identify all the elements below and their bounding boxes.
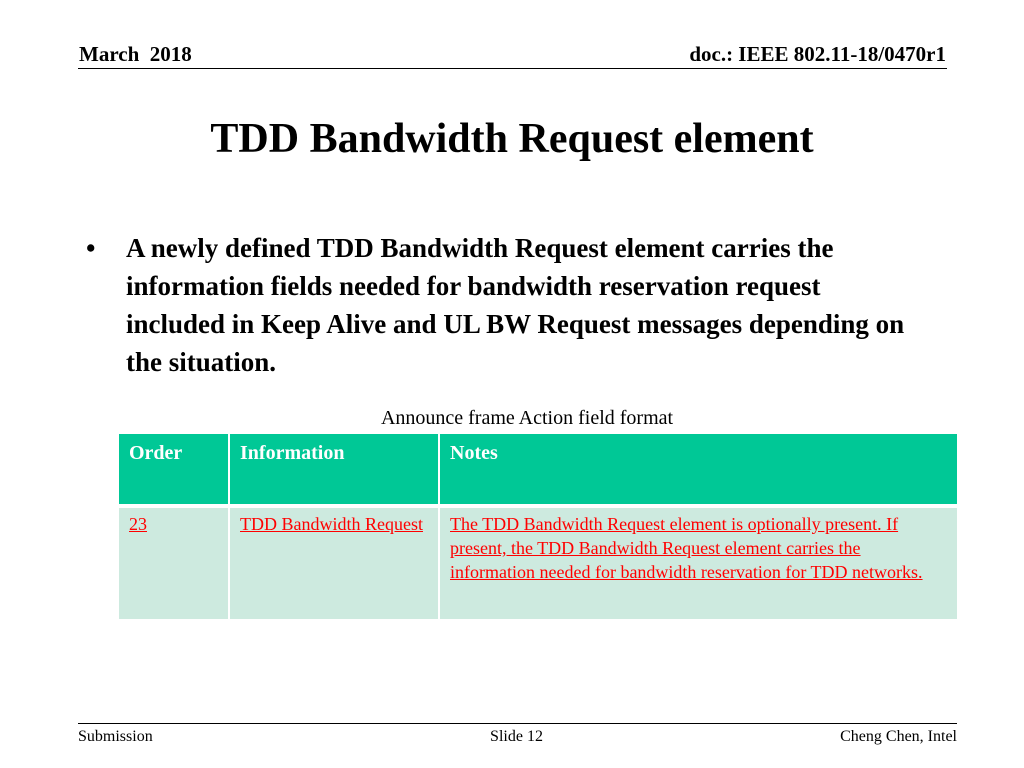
information-value: TDD Bandwidth Request bbox=[240, 514, 423, 534]
table-row: 23 TDD Bandwidth Request The TDD Bandwid… bbox=[119, 504, 957, 619]
header-date: March 2018 bbox=[79, 42, 192, 66]
footer-submission: Submission bbox=[78, 728, 153, 745]
cell-order: 23 bbox=[119, 504, 230, 619]
footer-divider bbox=[78, 723, 957, 724]
bullet-marker: • bbox=[86, 233, 96, 263]
header-doc-id: doc.: IEEE 802.11-18/0470r1 bbox=[689, 42, 946, 66]
notes-value: The TDD Bandwidth Request element is opt… bbox=[450, 514, 923, 582]
footer-slide-number: Slide 12 bbox=[490, 728, 543, 745]
table-header-row: Order Information Notes bbox=[119, 434, 957, 507]
order-value: 23 bbox=[129, 514, 147, 534]
bullet-list: • A newly defined TDD Bandwidth Request … bbox=[86, 229, 916, 381]
cell-information: TDD Bandwidth Request bbox=[229, 504, 440, 619]
footer-author: Cheng Chen, Intel bbox=[840, 728, 957, 745]
bullet-text: A newly defined TDD Bandwidth Request el… bbox=[126, 233, 905, 377]
column-header-notes: Notes bbox=[439, 434, 957, 507]
column-header-information: Information bbox=[229, 434, 440, 507]
action-field-table: Order Information Notes 23 TDD Bandwidth… bbox=[119, 434, 957, 619]
slide-title: TDD Bandwidth Request element bbox=[210, 116, 814, 162]
cell-notes: The TDD Bandwidth Request element is opt… bbox=[439, 504, 957, 619]
table-caption: Announce frame Action field format bbox=[380, 407, 674, 429]
column-header-order: Order bbox=[119, 434, 230, 507]
header-divider bbox=[78, 68, 947, 69]
